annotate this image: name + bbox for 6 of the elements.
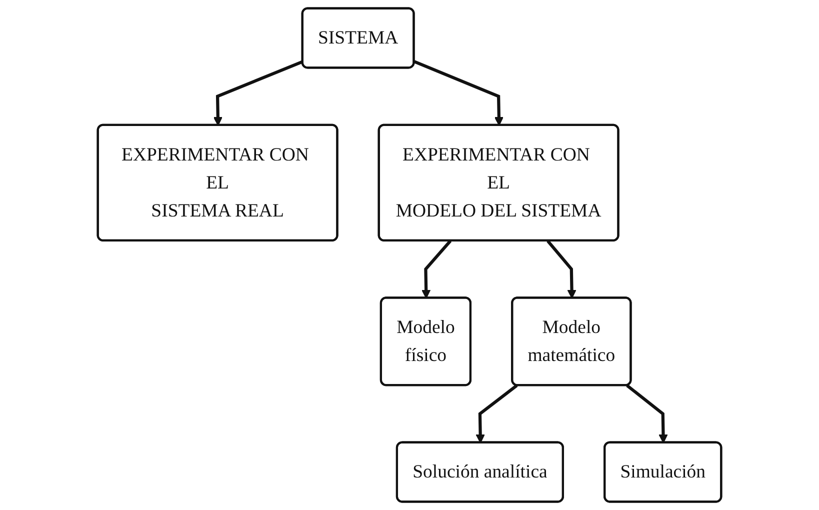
arrow xyxy=(546,240,576,299)
arrow xyxy=(422,240,452,299)
arrow xyxy=(213,60,304,126)
arrow xyxy=(414,60,504,126)
arrow xyxy=(476,384,518,444)
arrow xyxy=(626,384,668,444)
